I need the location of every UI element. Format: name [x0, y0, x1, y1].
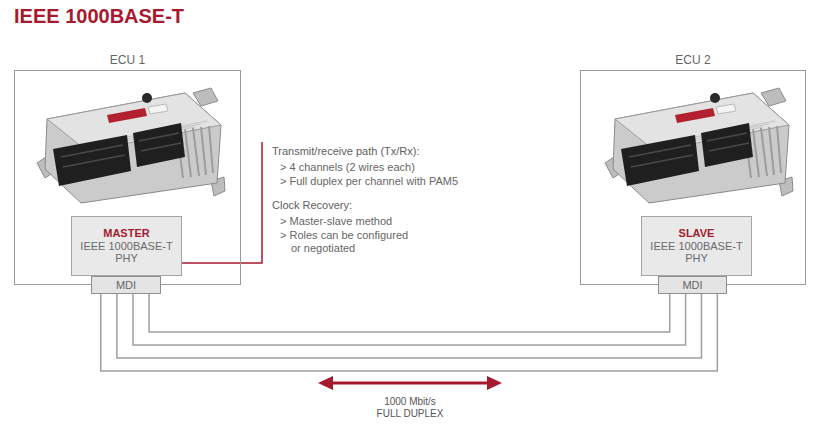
duplex-arrow	[330, 382, 490, 385]
mdi-port: MDI	[658, 276, 727, 294]
ecu-photo	[605, 88, 793, 203]
leader-line	[181, 142, 262, 263]
cable-wire	[133, 294, 686, 345]
callout-item: > Full duplex per channel with PAM5	[280, 175, 458, 188]
role-name: MASTER	[76, 227, 177, 240]
mdi-port: MDI	[91, 276, 161, 294]
role-name: SLAVE	[646, 227, 747, 240]
callout-heading: Transmit/receive path (Tx/Rx):	[272, 145, 420, 158]
ecu-box: ECU 1MASTERIEEE 1000BASE-T PHYMDI	[14, 70, 241, 285]
cable-wire	[101, 294, 718, 371]
ecu-box: ECU 2SLAVEIEEE 1000BASE-T PHYMDI	[580, 70, 806, 285]
diagram-title: IEEE 1000BASE-T	[14, 4, 184, 28]
callout-item: > Roles can be configured or negotiated	[280, 229, 416, 255]
phy-name: IEEE 1000BASE-T PHY	[646, 240, 747, 264]
port-name: MDI	[92, 277, 160, 293]
ecu-name: ECU 1	[15, 53, 240, 67]
phy-box: SLAVEIEEE 1000BASE-T PHY	[641, 216, 752, 276]
speed-label: 1000 Mbit/s FULL DUPLEX	[372, 396, 448, 420]
ecu-photo	[37, 88, 225, 203]
callout-item: > Master-slave method	[280, 215, 392, 228]
label-slot: > Roles can be configured or negotiated	[280, 229, 416, 255]
label-slot: 1000 Mbit/s FULL DUPLEX	[372, 396, 448, 420]
callout-item: > 4 channels (2 wires each)	[280, 161, 415, 174]
port-name: MDI	[659, 277, 726, 293]
cable-wire	[149, 294, 670, 332]
phy-box: MASTERIEEE 1000BASE-T PHY	[71, 216, 182, 276]
callout-heading: Clock Recovery:	[272, 199, 352, 212]
label-slot: Transmit/receive path (Tx/Rx):	[272, 145, 420, 158]
arrow-head	[318, 376, 333, 390]
title-slot: IEEE 1000BASE-T	[14, 4, 184, 28]
label-slot: > Master-slave method	[280, 215, 392, 228]
label-slot: Clock Recovery:	[272, 199, 352, 212]
arrow-head	[487, 376, 502, 390]
label-slot: > 4 channels (2 wires each)	[280, 161, 415, 174]
phy-name: IEEE 1000BASE-T PHY	[76, 240, 177, 264]
cable-wire	[117, 294, 702, 358]
ecu-name: ECU 2	[581, 53, 805, 67]
label-slot: > Full duplex per channel with PAM5	[280, 175, 458, 188]
